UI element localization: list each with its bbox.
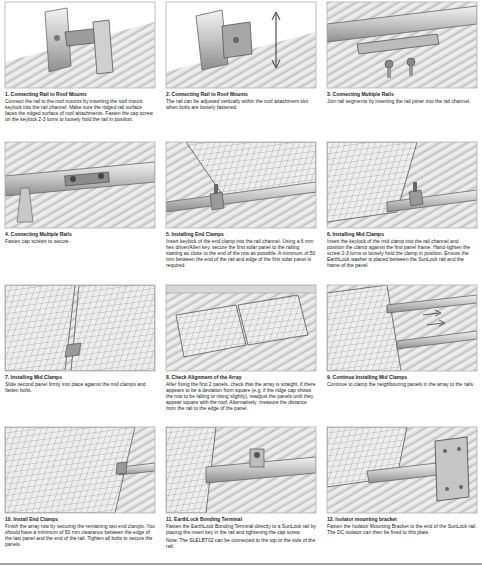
step-text: Fasten cap screws to secure. [5, 238, 155, 244]
step-text: The rail can be adjusted vertically with… [166, 98, 316, 110]
step-text: Finish the array row by securing the rem… [5, 523, 155, 547]
step-heading: 12. Isolator mounting bracket [327, 516, 477, 522]
step-text: Continue to clamp the neighbouring panel… [327, 381, 477, 387]
step-illustration [5, 142, 155, 228]
step-heading: 10. Install End Clamps [5, 516, 155, 522]
step-panel: 8. Check Alignment of the ArrayAfter fix… [166, 374, 316, 411]
step-text: Join rail segments by inserting the rail… [327, 98, 477, 104]
step-illustration [166, 142, 316, 228]
step-panel: 11. EarthLock Bonding TerminalFasten the… [166, 516, 316, 549]
step-text: Slide second panel firmly into place aga… [5, 381, 155, 393]
step-panel: 1. Connecting Rail to Roof MountsConnect… [5, 91, 155, 122]
step-illustration [5, 427, 155, 513]
step-panel: 3. Connecting Multiple RailsJoin rail se… [327, 91, 477, 104]
note-text: Note: The SLELBT02 can be connected to t… [166, 537, 316, 549]
step-heading: 11. EarthLock Bonding Terminal [166, 516, 316, 522]
step-panel: 5. Installing End ClampsInsert keylock o… [166, 231, 316, 268]
step-illustration [166, 285, 316, 371]
step-panel: 4. Connecting Multiple RailsFasten cap s… [5, 231, 155, 244]
step-illustration [327, 427, 477, 513]
step-panel: 9. Continue Installing Mid ClampsContinu… [327, 374, 477, 387]
step-panel: 10. Install End ClampsFinish the array r… [5, 516, 155, 547]
step-text: After fixing the first 2 panels, check t… [166, 381, 316, 411]
step-heading: 1. Connecting Rail to Roof Mounts [5, 91, 155, 97]
step-heading: 7. Installing Mid Clamps [5, 374, 155, 380]
step-panel: 12. Isolator mounting bracketFasten the … [327, 516, 477, 535]
step-text: Insert keylock of the end clamp into the… [166, 238, 316, 268]
step-illustration [327, 285, 477, 371]
rule [0, 564, 482, 565]
step-text: Insert the keylock of the mid clamp into… [327, 238, 477, 268]
step-illustration [327, 142, 477, 228]
step-text: Fasten the Isolator Mounting Bracket to … [327, 523, 477, 535]
step-panel: 6. Installing Mid ClampsInsert the keylo… [327, 231, 477, 268]
step-heading: 2. Connecting Rail to Roof Mounts [166, 91, 316, 97]
step-text: Fasten the EarthLock Bonding Terminal di… [166, 523, 316, 535]
step-illustration [166, 427, 316, 513]
step-heading: 9. Continue Installing Mid Clamps [327, 374, 477, 380]
step-illustration [166, 2, 316, 88]
step-text: Connect the rail to the roof mounts by i… [5, 98, 155, 122]
step-panel: 7. Installing Mid ClampsSlide second pan… [5, 374, 155, 393]
step-illustration [5, 2, 155, 88]
step-heading: 3. Connecting Multiple Rails [327, 91, 477, 97]
step-panel: 2. Connecting Rail to Roof MountsThe rai… [166, 91, 316, 110]
step-illustration [327, 2, 477, 88]
step-heading: 6. Installing Mid Clamps [327, 231, 477, 237]
step-heading: 8. Check Alignment of the Array [166, 374, 316, 380]
step-heading: 4. Connecting Multiple Rails [5, 231, 155, 237]
step-heading: 5. Installing End Clamps [166, 231, 316, 237]
step-illustration [5, 285, 155, 371]
